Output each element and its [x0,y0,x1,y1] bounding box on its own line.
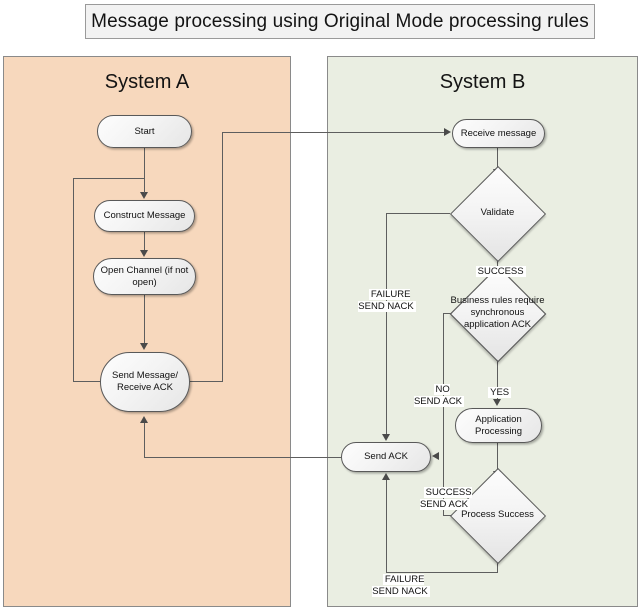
node-receive-message[interactable]: Receive message [452,119,545,148]
edge-validate-failure-down [386,213,388,435]
edge-loopback-down-into-construct [144,178,146,193]
edge-businessrules-yes [497,352,499,401]
arrowhead-sendmessage [140,343,148,350]
edge-loopback-top [73,178,144,180]
node-application-processing[interactable]: Application Processing [455,408,542,443]
node-send-ack[interactable]: Send ACK [341,442,431,472]
edge-construct-to-openchannel [144,232,146,251]
edge-label-process-success-failure: FAILURE SEND NACK [372,573,430,597]
edge-to-receive-message [222,132,444,134]
edge-receive-to-validate [497,148,499,170]
edge-sendmessage-up [222,132,224,382]
edge-label-business-rules-yes: YES [488,386,512,398]
swimlane-system-b-title: System B [439,71,526,93]
edge-label-process-success-yes: SUCCESS SEND ACK [419,486,472,510]
node-start[interactable]: Start [97,115,192,148]
arrowhead-sendack-from-failure [382,434,390,441]
arrowhead-openchannel [140,250,148,257]
edge-validate-failure-left [386,213,450,215]
node-open-channel-label: Open Channel (if not open) [100,264,189,288]
edge-sendack-to-systema [144,457,341,459]
edge-label-business-rules-no: NO SEND ACK [413,383,465,407]
edge-appproc-to-processsuccess [497,443,499,473]
edge-sendmessage-right [189,381,223,383]
arrowhead-construct [140,192,148,199]
edge-label-validate-success: SUCCESS [475,265,526,277]
arrowhead-sendack-from-process-failure [382,473,390,480]
edge-sendack-up-to-sendmessage [144,423,146,458]
arrowhead-receive-message [444,128,451,136]
edge-businessrules-no-left [443,313,454,315]
edge-start-to-construct [144,148,146,193]
node-send-message-receive-ack[interactable]: Send Message/ Receive ACK [100,352,190,412]
arrowhead-application-processing [493,399,501,406]
arrowhead-sendmessage-return [140,416,148,423]
edge-openchannel-to-sendmessage [144,295,146,344]
edge-loopback-left [73,381,102,383]
edge-processsuccess-failure-left [386,572,498,574]
page-title: Message processing using Original Mode p… [85,4,595,39]
arrowhead-sendack-from-no [432,452,439,460]
edge-processsuccess-failure-up [386,480,388,573]
edge-label-validate-failure: FAILURE SEND NACK [358,288,416,312]
node-construct-message[interactable]: Construct Message [94,200,195,232]
swimlane-system-a-title: System A [104,71,190,93]
edge-processsuccess-success-left [443,515,455,517]
edge-loopback-up [73,178,75,382]
node-open-channel[interactable]: Open Channel (if not open) [93,258,196,295]
